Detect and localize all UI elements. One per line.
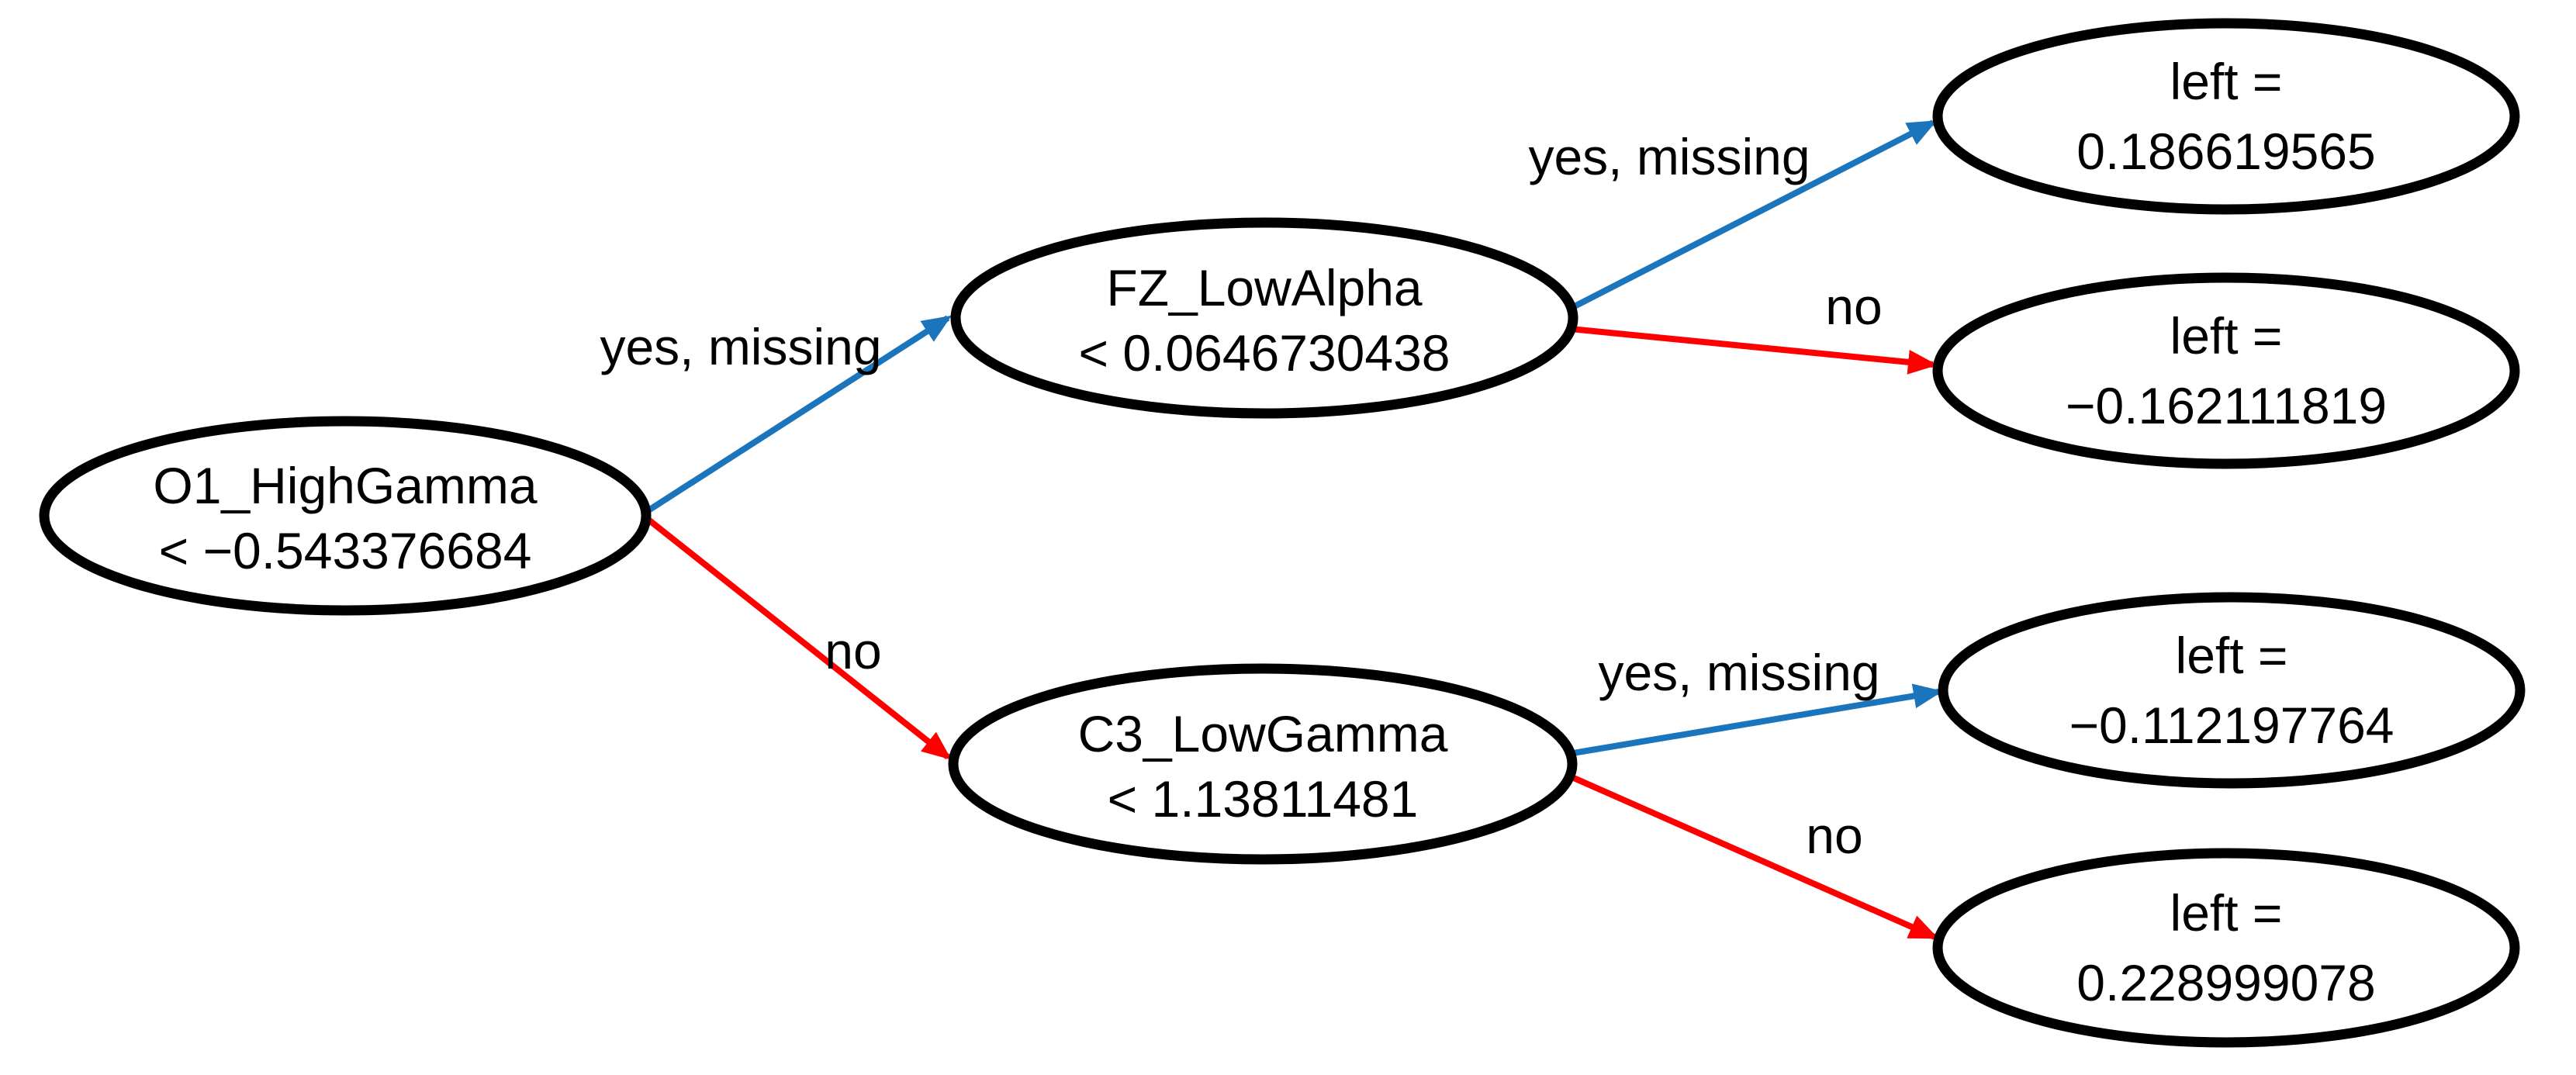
edge-label-root-yes: yes, missing: [600, 318, 881, 375]
edge-fz-yes: [1568, 119, 1938, 312]
node-fz-lowalpha-ellipse: [950, 217, 1578, 419]
nodes-layer: O1_HighGamma < −0.543376684 FZ_LowAlpha …: [39, 18, 2526, 1048]
node-leaf-1-ellipse: [1932, 18, 2520, 215]
node-c3-lowgamma-ellipse: [948, 663, 1578, 865]
node-fz-lowalpha-label-line2: < 0.0646730438: [1079, 324, 1451, 382]
node-leaf-2: left = −0.162111819: [1932, 272, 2520, 469]
edge-label-root-no: no: [825, 622, 881, 679]
edge-root-yes: [646, 315, 953, 513]
node-fz-lowalpha: FZ_LowAlpha < 0.0646730438: [950, 217, 1578, 419]
edges-layer: [646, 119, 1943, 940]
node-leaf-4-label-line1: left =: [2170, 884, 2283, 942]
edge-fz-no: [1569, 326, 1938, 375]
edge-label-c3-no: no: [1806, 807, 1862, 864]
node-leaf-3-label-line2: −0.112197764: [2069, 697, 2394, 754]
node-leaf-4-label-line2: 0.228999078: [2076, 954, 2375, 1011]
node-c3-lowgamma-label-line1: C3_LowGamma: [1078, 705, 1448, 762]
node-leaf-2-label-line2: −0.162111819: [2066, 377, 2387, 434]
node-root-label-line1: O1_HighGamma: [153, 457, 537, 514]
node-leaf-3-label-line1: left =: [2176, 627, 2288, 684]
node-fz-lowalpha-label-line1: FZ_LowAlpha: [1106, 259, 1423, 316]
node-leaf-2-ellipse: [1932, 272, 2520, 469]
edge-labels-layer: yes, missing no yes, missing no yes, mis…: [600, 128, 1882, 864]
node-c3-lowgamma: C3_LowGamma < 1.13811481: [948, 663, 1578, 865]
node-leaf-4: left = 0.228999078: [1932, 848, 2520, 1048]
node-leaf-1-label-line2: 0.186619565: [2076, 123, 2375, 180]
node-leaf-3: left = −0.112197764: [1938, 592, 2526, 789]
edge-label-fz-yes: yes, missing: [1528, 128, 1810, 185]
node-leaf-3-ellipse: [1938, 592, 2526, 789]
node-leaf-1-label-line1: left =: [2170, 53, 2283, 110]
node-leaf-2-label-line1: left =: [2170, 307, 2283, 365]
node-root: O1_HighGamma < −0.543376684: [39, 416, 652, 616]
node-c3-lowgamma-label-line2: < 1.13811481: [1108, 770, 1419, 828]
edge-c3-no: [1567, 773, 1939, 940]
edge-c3-yes: [1568, 683, 1943, 757]
edge-label-c3-yes: yes, missing: [1598, 644, 1879, 701]
node-root-label-line2: < −0.543376684: [159, 522, 532, 579]
edge-label-fz-no: no: [1825, 278, 1882, 335]
node-leaf-1: left = 0.186619565: [1932, 18, 2520, 215]
edge-root-no: [646, 517, 952, 760]
node-leaf-4-ellipse: [1932, 848, 2520, 1048]
node-root-ellipse: [39, 416, 652, 616]
